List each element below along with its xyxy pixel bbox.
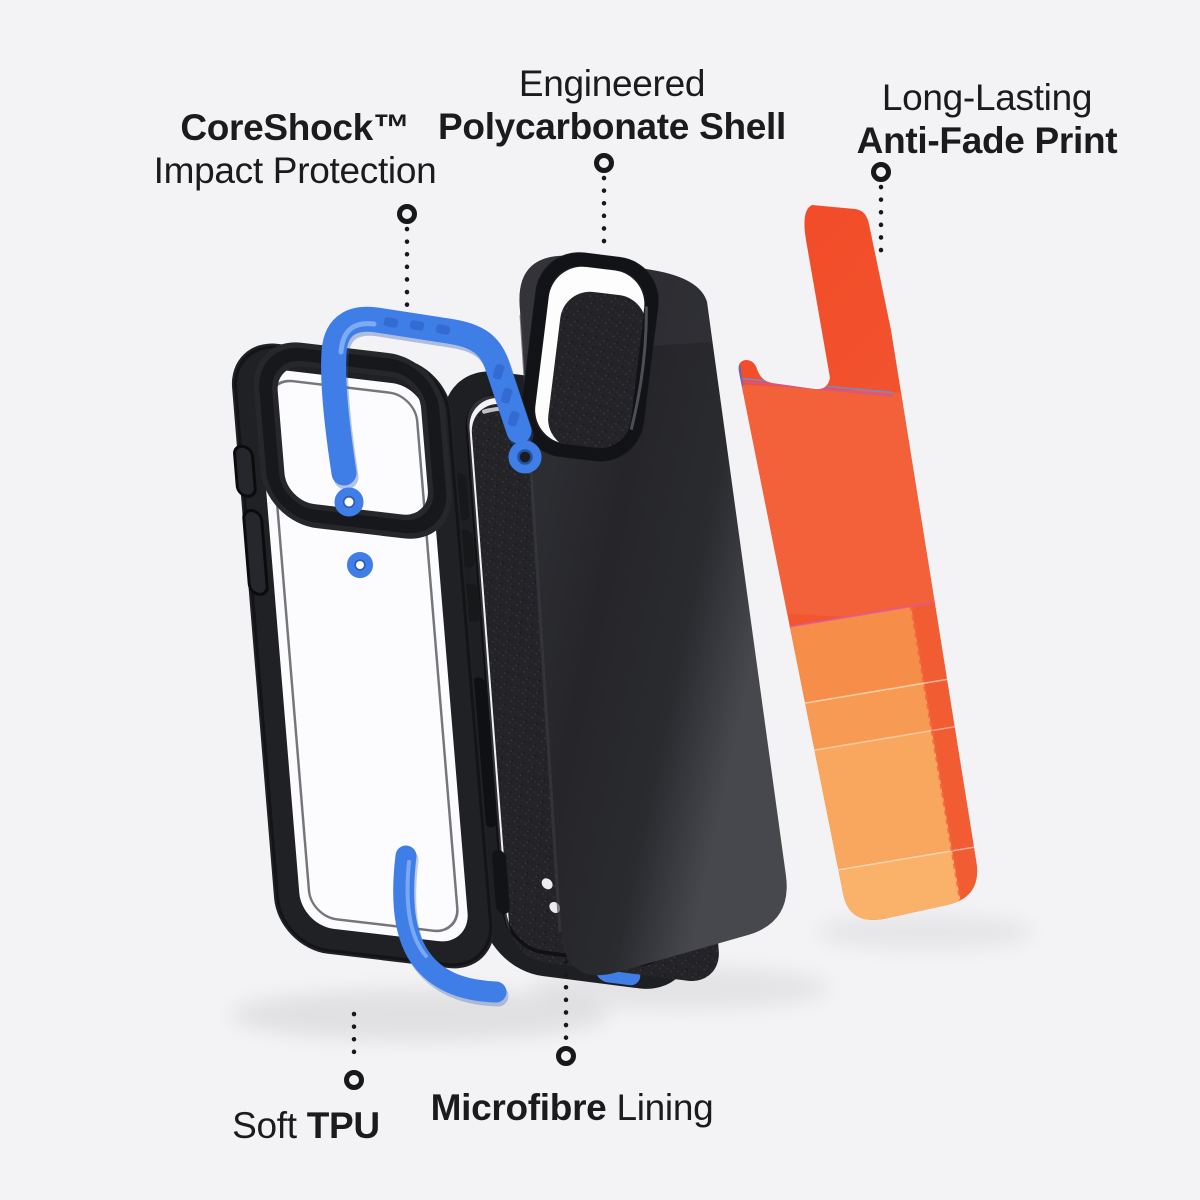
coreshock-band <box>321 306 532 486</box>
leader-lines <box>344 153 891 1090</box>
annotation-microfibre-word1: Microfibre <box>430 1087 607 1128</box>
print-edge-hairline <box>738 363 744 387</box>
annotation-antifade: Long-Lasting Anti-Fade Print <box>857 76 1118 163</box>
coreshock-band-ridges <box>383 317 520 427</box>
annotation-coreshock-line1: CoreShock™ <box>180 107 410 148</box>
annotation-coreshock-line2: Impact Protection <box>153 150 437 192</box>
leader-shell <box>594 153 614 251</box>
soft-tpu-case-layer <box>231 342 495 969</box>
annotation-soft-tpu-word2: TPU <box>296 1105 380 1146</box>
leader-lining <box>556 959 576 1066</box>
coreshock-curl-highlight <box>405 860 428 958</box>
coreshock-grommet-band-end <box>508 440 542 474</box>
print-mid-band <box>738 384 978 625</box>
annotation-antifade-line1: Long-Lasting <box>881 77 1093 118</box>
annotation-soft-tpu-word1: Soft <box>232 1105 297 1146</box>
case-side-buttons <box>233 444 269 596</box>
coreshock-insert <box>321 306 542 1007</box>
annotation-microfibre: Microfibre Lining <box>431 1086 714 1129</box>
leader-print <box>871 162 891 265</box>
annotation-microfibre-word2: Lining <box>606 1087 714 1128</box>
coreshock-bottom-curl <box>393 845 507 1003</box>
annotation-coreshock: CoreShock™ Impact Protection <box>154 106 437 193</box>
leader-tpu <box>344 1011 364 1090</box>
coreshock-grommet-lower <box>347 552 373 578</box>
annotation-soft-tpu: Soft TPU <box>232 1104 380 1147</box>
print-patch-grid <box>774 592 978 920</box>
annotation-polycarbonate: Engineered Polycarbonate Shell <box>438 62 786 149</box>
leader-coreshock <box>397 204 417 309</box>
coreshock-grommet-upper <box>334 487 364 517</box>
polycarbonate-shell-layer <box>519 252 787 976</box>
coreshock-band-highlight <box>338 321 377 355</box>
annotation-polycarbonate-line1: Engineered <box>518 63 706 104</box>
annotation-antifade-line2: Anti-Fade Print <box>856 120 1118 162</box>
annotation-polycarbonate-line2: Polycarbonate Shell <box>438 106 786 148</box>
shell-camera-cutout <box>520 252 659 462</box>
